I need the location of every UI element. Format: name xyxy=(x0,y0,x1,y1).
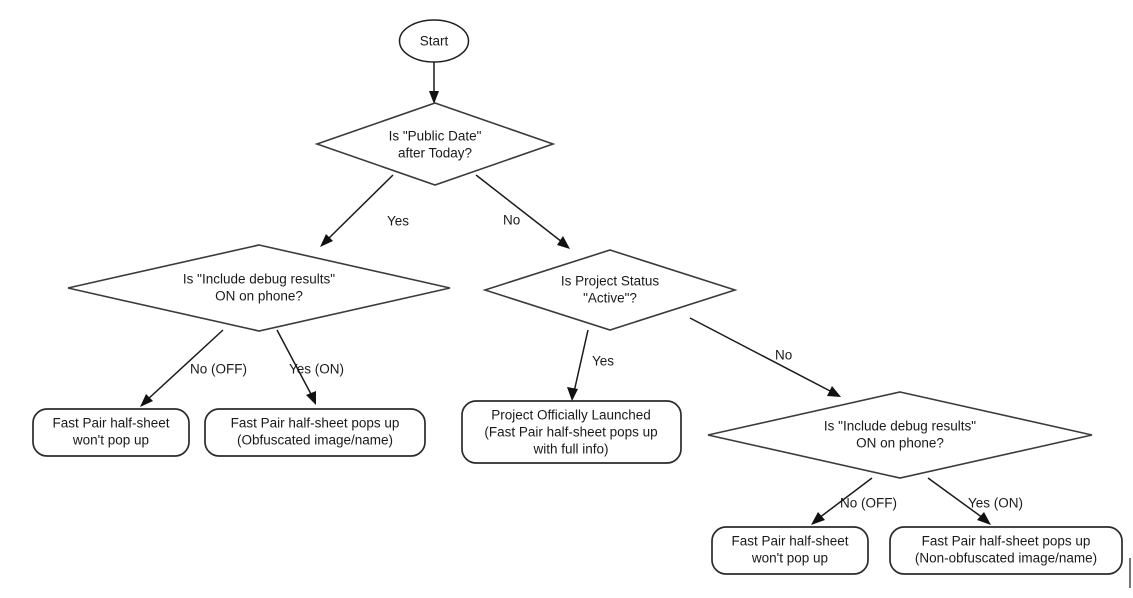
node-d4-line2: ON on phone? xyxy=(856,436,944,451)
edge-debug-right-yes: Yes (ON) xyxy=(927,477,1023,525)
node-decision-debug-right[interactable]: Is "Include debug results" ON on phone? xyxy=(707,391,1093,479)
edge-label-d2-yes: Yes (ON) xyxy=(289,362,344,377)
edge-label-d3-no: No xyxy=(775,348,792,363)
edge-start-to-public-date xyxy=(429,62,439,104)
edge-label-d3-yes: Yes xyxy=(592,354,614,369)
node-terminal-launched[interactable]: Project Officially Launched (Fast Pair h… xyxy=(461,400,682,464)
node-t2-line2: (Obfuscated image/name) xyxy=(237,433,393,448)
edge-label-d2-no: No (OFF) xyxy=(190,362,247,377)
node-start-label: Start xyxy=(420,34,449,49)
node-d1-line1: Is "Public Date" xyxy=(389,129,482,144)
node-t3-line2: (Fast Pair half-sheet pops up xyxy=(484,425,657,440)
node-t5-line1: Fast Pair half-sheet pops up xyxy=(922,534,1091,549)
node-terminal-non-obfuscated[interactable]: Fast Pair half-sheet pops up (Non-obfusc… xyxy=(889,526,1123,575)
edge-project-status-no: No xyxy=(689,317,841,397)
node-t1-line2: won't pop up xyxy=(72,433,149,448)
edge-public-date-yes: Yes xyxy=(320,174,409,247)
node-d4-line1: Is "Include debug results" xyxy=(824,419,976,434)
edge-debug-left-yes: Yes (ON) xyxy=(276,329,344,405)
node-d3-line1: Is Project Status xyxy=(561,274,660,289)
node-t3-line3: with full info) xyxy=(532,442,608,457)
node-t4-line2: won't pop up xyxy=(751,551,828,566)
node-d1-line2: after Today? xyxy=(398,146,472,161)
node-decision-project-status[interactable]: Is Project Status "Active"? xyxy=(482,249,738,331)
edge-debug-right-no: No (OFF) xyxy=(811,477,897,525)
edge-label-d4-yes: Yes (ON) xyxy=(968,496,1023,511)
edge-label-d1-yes: Yes xyxy=(387,214,409,229)
node-t4-line1: Fast Pair half-sheet xyxy=(731,534,848,549)
node-d2-line2: ON on phone? xyxy=(215,289,303,304)
node-t5-line2: (Non-obfuscated image/name) xyxy=(915,551,1097,566)
edge-debug-left-no: No (OFF) xyxy=(140,329,247,407)
edge-label-d4-no: No (OFF) xyxy=(840,496,897,511)
node-d2-line1: Is "Include debug results" xyxy=(183,272,335,287)
edge-label-d1-no: No xyxy=(503,213,520,228)
node-t1-line1: Fast Pair half-sheet xyxy=(52,416,169,431)
node-terminal-no-popup-right[interactable]: Fast Pair half-sheet won't pop up xyxy=(711,526,869,575)
node-terminal-obfuscated[interactable]: Fast Pair half-sheet pops up (Obfuscated… xyxy=(204,408,426,457)
node-start[interactable]: Start xyxy=(398,19,470,63)
node-d3-line2: "Active"? xyxy=(583,291,637,306)
node-t2-line1: Fast Pair half-sheet pops up xyxy=(231,416,400,431)
node-t3-line1: Project Officially Launched xyxy=(491,408,651,423)
edge-project-status-yes: Yes xyxy=(567,329,614,401)
node-terminal-no-popup-left[interactable]: Fast Pair half-sheet won't pop up xyxy=(32,408,190,457)
edge-public-date-no: No xyxy=(475,174,570,249)
node-decision-public-date[interactable]: Is "Public Date" after Today? xyxy=(314,102,556,186)
node-decision-debug-left[interactable]: Is "Include debug results" ON on phone? xyxy=(67,244,451,332)
